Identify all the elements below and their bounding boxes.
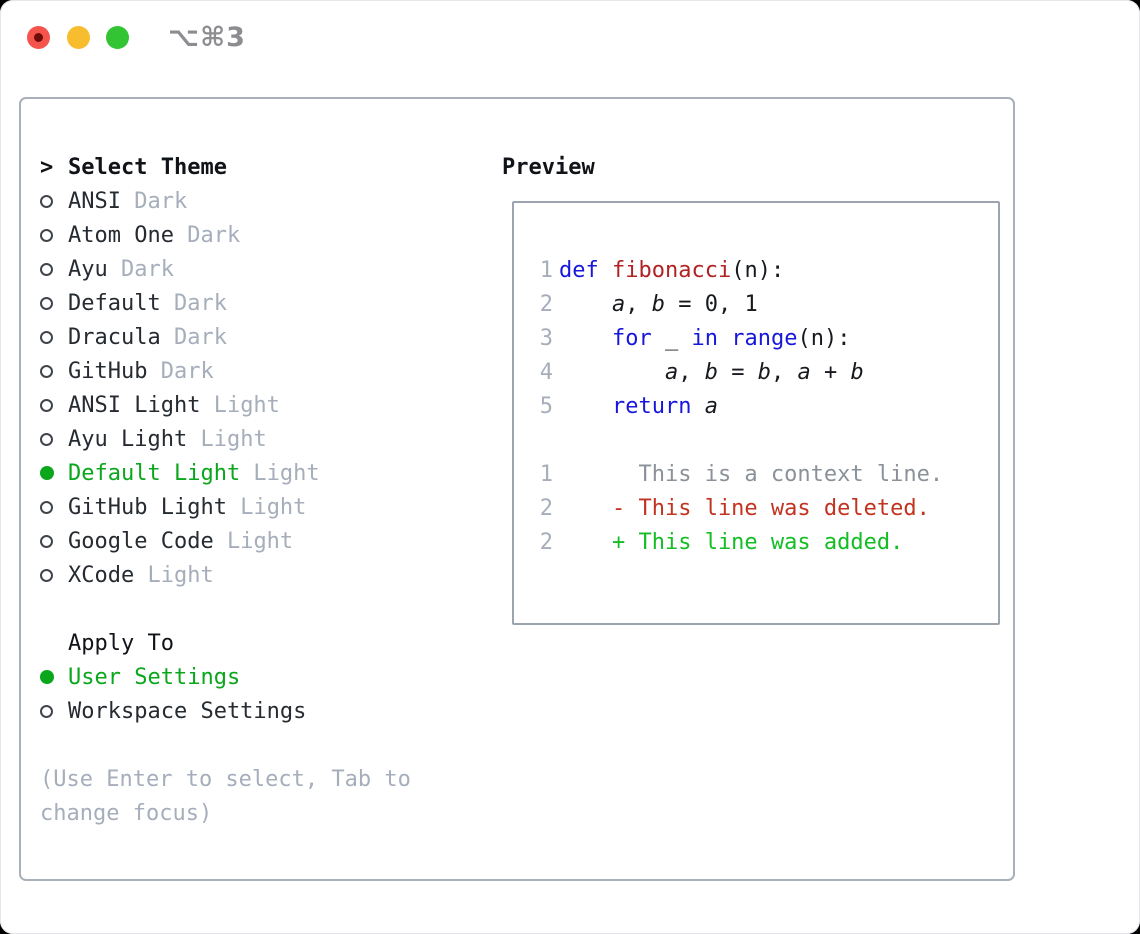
line-content: + This line was added.	[559, 529, 904, 555]
radio-icon	[40, 228, 68, 242]
line-number: 5	[539, 393, 553, 419]
theme-variant: Light	[226, 494, 307, 520]
radio-icon	[40, 432, 68, 446]
theme-list-item[interactable]: Google Code Light	[40, 524, 411, 558]
theme-variant: Light	[134, 562, 214, 588]
theme-list-item[interactable]: Ayu Light Light	[40, 422, 411, 456]
line-number: 2	[539, 529, 553, 555]
theme-name: Ayu Light	[68, 426, 188, 452]
theme-name: Atom One	[68, 222, 174, 248]
theme-variant: Dark	[147, 358, 214, 384]
line-content: for _ in range(n):	[611, 325, 851, 351]
theme-list-item[interactable]: Atom One Dark	[40, 218, 411, 252]
prompt-icon: >	[40, 154, 54, 180]
line-content: - This line was deleted.	[559, 495, 930, 521]
preview-line	[526, 219, 998, 253]
theme-variant: Light	[200, 392, 280, 418]
radio-selected-icon	[40, 466, 68, 480]
radio-icon	[40, 398, 68, 412]
theme-list-header: > Select Theme	[40, 150, 411, 184]
line-number: 4	[539, 359, 553, 385]
theme-name: XCode	[68, 562, 135, 588]
theme-variant: Dark	[173, 222, 241, 248]
apply-to-option-label: User Settings	[68, 664, 241, 690]
line-content: return a	[611, 393, 718, 419]
theme-list-title: Select Theme	[68, 154, 227, 180]
theme-list-item[interactable]: Ayu Dark	[40, 252, 411, 286]
spacer	[40, 592, 411, 626]
theme-name: Google Code	[68, 528, 214, 554]
apply-to-option-label: Workspace Settings	[68, 698, 307, 724]
theme-name: ANSI Light	[68, 392, 201, 418]
theme-list-item[interactable]: XCode Light	[40, 558, 411, 592]
preview-line: 1 This is a context line.	[526, 457, 998, 491]
theme-variant: Light	[213, 528, 294, 554]
theme-name: Default Light	[68, 460, 241, 486]
preview-line: 2 + This line was added.	[526, 525, 998, 559]
radio-icon	[40, 330, 68, 344]
preview-title: Preview	[502, 154, 595, 180]
apply-to-option[interactable]: Workspace Settings	[40, 694, 411, 728]
help-text-line: change focus)	[40, 800, 213, 826]
line-content: This is a context line.	[559, 461, 944, 487]
apply-to-title: Apply To	[68, 630, 174, 656]
radio-icon	[40, 262, 68, 276]
line-number: 1	[539, 461, 553, 487]
apply-to-header: Apply To	[40, 626, 411, 660]
radio-icon	[40, 194, 68, 208]
line-content: a, b = b, a + b	[664, 359, 864, 385]
spacer	[40, 728, 411, 762]
theme-name: ANSI	[68, 188, 121, 214]
theme-name: GitHub	[68, 358, 148, 384]
preview-line: 3 for _ in range(n):	[526, 321, 998, 355]
preview-line: 2 - This line was deleted.	[526, 491, 998, 525]
zoom-button[interactable]	[106, 26, 129, 49]
theme-variant: Dark	[160, 324, 227, 350]
preview-line	[526, 423, 998, 457]
theme-variant: Dark	[160, 290, 227, 316]
theme-variant: Light	[187, 426, 267, 452]
radio-icon	[40, 534, 68, 548]
theme-list-item[interactable]: Dracula Dark	[40, 320, 411, 354]
radio-icon	[40, 500, 68, 514]
radio-icon	[40, 364, 68, 378]
theme-name: GitHub Light	[68, 494, 227, 520]
theme-list-item[interactable]: GitHub Light Light	[40, 490, 411, 524]
theme-list-item[interactable]: ANSI Light Light	[40, 388, 411, 422]
theme-variant: Light	[240, 460, 320, 486]
theme-list-item[interactable]: Default Light Light	[40, 456, 411, 490]
preview-line: 2 a, b = 0, 1	[526, 287, 998, 321]
radio-icon	[40, 704, 68, 718]
radio-selected-icon	[40, 670, 68, 684]
radio-icon	[40, 296, 68, 310]
theme-list-item[interactable]: Default Dark	[40, 286, 411, 320]
apply-to-option[interactable]: User Settings	[40, 660, 411, 694]
theme-name: Default	[68, 290, 161, 316]
title-bar: ⌥⌘3	[0, 0, 1140, 74]
help-text-line: (Use Enter to select, Tab to	[40, 766, 411, 792]
radio-icon	[40, 568, 68, 582]
line-number: 2	[539, 495, 553, 521]
window-title-shortcut: ⌥⌘3	[168, 22, 246, 53]
line-number: 1	[539, 257, 553, 283]
close-button[interactable]	[27, 26, 50, 49]
line-content: a, b = 0, 1	[611, 291, 758, 317]
theme-variant: Dark	[107, 256, 174, 282]
theme-list-item[interactable]: GitHub Dark	[40, 354, 411, 388]
preview-line: 4 a, b = b, a + b	[526, 355, 998, 389]
line-number: 2	[539, 291, 553, 317]
line-number: 3	[539, 325, 553, 351]
preview-line: 5 return a	[526, 389, 998, 423]
theme-variant: Dark	[120, 188, 188, 214]
minimize-button[interactable]	[67, 26, 90, 49]
theme-list-item[interactable]: ANSI Dark	[40, 184, 411, 218]
theme-name: Dracula	[68, 324, 161, 350]
theme-name: Ayu	[68, 256, 108, 282]
line-content: def fibonacci(n):	[559, 257, 785, 283]
